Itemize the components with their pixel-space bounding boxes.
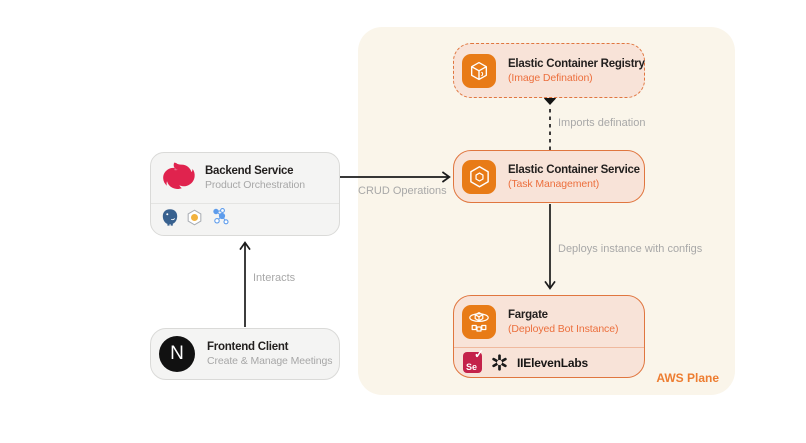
node-ecr: Elastic Container Registry (Image Defina…: [453, 43, 645, 98]
ecr-title: Elastic Container Registry: [508, 57, 645, 70]
nextjs-icon-letter: N: [170, 343, 184, 364]
nestjs-icon: [159, 161, 197, 195]
backend-stack-row: [151, 204, 339, 235]
ecs-subtitle: (Task Management): [508, 177, 600, 190]
imports-defination-label: Imports defination: [558, 117, 646, 129]
postgresql-icon: [161, 208, 179, 232]
ecr-subtitle: (Image Defination): [508, 71, 593, 84]
backend-divider: [151, 203, 339, 204]
crud-operations-label: CRUD Operations: [358, 185, 447, 197]
molecule-cluster-icon: [210, 207, 231, 232]
interacts-label: Interacts: [253, 272, 296, 284]
openai-icon: [490, 353, 509, 372]
selenium-check-icon: ✓: [473, 347, 484, 361]
elevenlabs-label: IIElevenLabs: [517, 355, 588, 370]
node-ecs: Elastic Container Service (Task Manageme…: [453, 150, 645, 203]
fargate-divider: [454, 347, 644, 348]
backend-title: Backend Service: [205, 165, 294, 177]
selenium-icon-text: Se: [466, 362, 478, 372]
selenium-icon: Se ✓: [463, 347, 484, 373]
fargate-partner-row: Se ✓ IIElevenLabs: [454, 347, 644, 377]
ecr-icon: [462, 53, 496, 88]
fargate-title: Fargate: [508, 308, 548, 321]
backend-subtitle: Product Orchestration: [205, 179, 306, 191]
aws-plane-label: AWS Plane: [656, 371, 719, 385]
node-backend-service: Backend Service Product Orchestration: [150, 152, 340, 236]
backend-header: Backend Service Product Orchestration: [151, 153, 339, 203]
hexagon-sphere-icon: [186, 209, 203, 231]
fargate-header: Fargate (Deployed Bot Instance): [454, 296, 644, 347]
frontend-subtitle: Create & Manage Meetings: [207, 355, 333, 367]
node-fargate: Fargate (Deployed Bot Instance) Se ✓: [453, 295, 645, 378]
node-frontend-client: N Frontend Client Create & Manage Meetin…: [150, 328, 340, 380]
fargate-subtitle: (Deployed Bot Instance): [508, 322, 619, 335]
frontend-title: Frontend Client: [207, 341, 289, 353]
nextjs-icon: N: [159, 336, 195, 372]
fargate-icon: [462, 304, 496, 339]
deploys-instance-label: Deploys instance with configs: [558, 243, 703, 255]
ecs-title: Elastic Container Service: [508, 163, 640, 176]
ecs-icon: [462, 159, 496, 194]
